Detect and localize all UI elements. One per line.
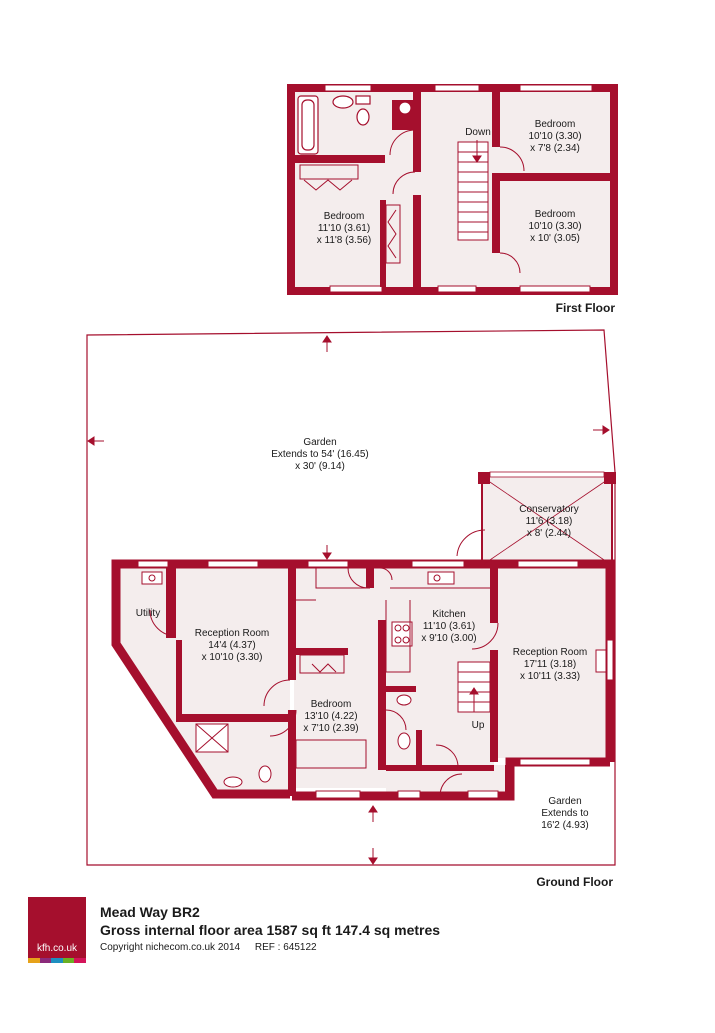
logo-stripe-5 — [74, 958, 86, 963]
conservatory-frame — [456, 471, 616, 567]
ff-room-bedroom-2-dim1: 10'10 (3.30) — [528, 221, 581, 232]
ground-floor-windows — [137, 560, 614, 799]
basin-small — [398, 101, 412, 115]
ff-room-bedroom-2-name: Bedroom — [535, 209, 576, 220]
first-floor-stairs-label: Down — [465, 127, 491, 138]
floor-plan: Down Bedroom 10'10 (3.30) x 7'8 (2.34) B… — [86, 84, 618, 889]
ff-room-bedroom-1-dim2: x 7'8 (2.34) — [530, 143, 580, 154]
kitchen-dim2: x 9'10 (3.00) — [421, 633, 476, 644]
reception-2-dim1: 17'11 (3.18) — [524, 659, 576, 670]
ff-room-bedroom-1-name: Bedroom — [535, 119, 576, 130]
copyright-line: Copyright nichecom.co.uk 2014 REF : 6451… — [100, 940, 440, 956]
logo-stripe-3 — [51, 958, 63, 963]
first-floor-label: First Floor — [556, 301, 616, 315]
ground-floor-plan: Garden Extends to 54' (16.45) x 30' (9.1… — [86, 329, 616, 889]
first-floor-plan: Down Bedroom 10'10 (3.30) x 7'8 (2.34) B… — [287, 84, 618, 315]
conservatory-dim1: 11'6 (3.18) — [526, 516, 573, 527]
logo-stripe-4 — [62, 958, 75, 963]
ff-room-bedroom-2-dim2: x 10' (3.05) — [530, 233, 580, 244]
utility-name: Utility — [136, 608, 160, 619]
reception-1-dim1: 14'4 (4.37) — [208, 640, 256, 651]
gf-bedroom-name: Bedroom — [311, 699, 352, 710]
property-title: Mead Way BR2 — [100, 904, 200, 920]
kitchen-dim1: 11'10 (3.61) — [423, 621, 475, 632]
basin — [332, 95, 354, 109]
wardrobes — [299, 164, 401, 264]
ground-floor-fittings — [141, 571, 607, 788]
front-garden-dim2: 16'2 (4.93) — [541, 820, 589, 831]
conservatory-name: Conservatory — [519, 504, 578, 515]
kitchen-sink — [427, 571, 455, 585]
hob — [391, 621, 413, 647]
ground-floor-doors — [149, 567, 499, 797]
logo-stripe-2 — [39, 958, 52, 963]
ground-floor-stairs — [457, 661, 491, 713]
cloak-toilet — [397, 732, 411, 750]
ground-basin — [223, 776, 243, 788]
ff-room-bedroom-1-dim1: 10'10 (3.30) — [528, 131, 581, 142]
ground-toilet — [258, 765, 272, 783]
reference-text: REF : 645122 — [254, 942, 317, 953]
title-block: Mead Way BR2 Gross internal floor area 1… — [100, 903, 440, 956]
garden-arrows — [87, 335, 610, 865]
ff-room-bedroom-3-name: Bedroom — [324, 211, 365, 222]
front-garden-name: Garden — [548, 796, 581, 807]
gf-bedroom-dim1: 13'10 (4.22) — [304, 711, 357, 722]
front-garden-dim1: Extends to — [541, 808, 589, 819]
logo-text: kfh.co.uk — [36, 943, 78, 954]
cloak-basin — [396, 694, 412, 706]
logo-stripe — [28, 958, 86, 963]
toilet — [356, 108, 370, 126]
copyright-text: Copyright nichecom.co.uk 2014 — [100, 942, 241, 953]
floor-area: Gross internal floor area 1587 sq ft 147… — [100, 922, 441, 938]
footer: kfh.co.uk Mead Way BR2 Gross internal fl… — [28, 897, 688, 967]
kfh-logo[interactable]: kfh.co.uk — [28, 897, 86, 963]
gf-bedroom-dim2: x 7'10 (2.39) — [303, 723, 358, 734]
ground-floor-internal-walls — [166, 568, 513, 796]
reception-2-dim2: x 10'11 (3.33) — [520, 671, 580, 682]
reception-2-name: Reception Room — [513, 647, 587, 658]
bathroom-fittings — [297, 95, 412, 155]
first-floor-stairs — [457, 140, 489, 241]
first-floor-interior — [295, 92, 610, 287]
reception-1-name: Reception Room — [195, 628, 269, 639]
garden-name: Garden — [303, 437, 336, 448]
ff-room-bedroom-3-dim1: 11'10 (3.61) — [318, 223, 370, 234]
ground-floor-label: Ground Floor — [536, 875, 613, 889]
reception-1-dim2: x 10'10 (3.30) — [202, 652, 263, 663]
logo-stripe-1 — [28, 958, 40, 963]
conservatory-dim2: x 8' (2.44) — [527, 528, 571, 539]
first-floor-doors — [389, 129, 525, 274]
ff-room-bedroom-3-dim2: x 11'8 (3.56) — [317, 235, 372, 246]
first-floor-windows — [324, 84, 593, 293]
garden-boundary — [86, 329, 616, 866]
ground-floor-stairs-label: Up — [472, 720, 485, 731]
garden-dim1: Extends to 54' (16.45) — [271, 449, 369, 460]
kitchen-name: Kitchen — [432, 609, 465, 620]
garden-dim2: x 30' (9.14) — [295, 461, 345, 472]
